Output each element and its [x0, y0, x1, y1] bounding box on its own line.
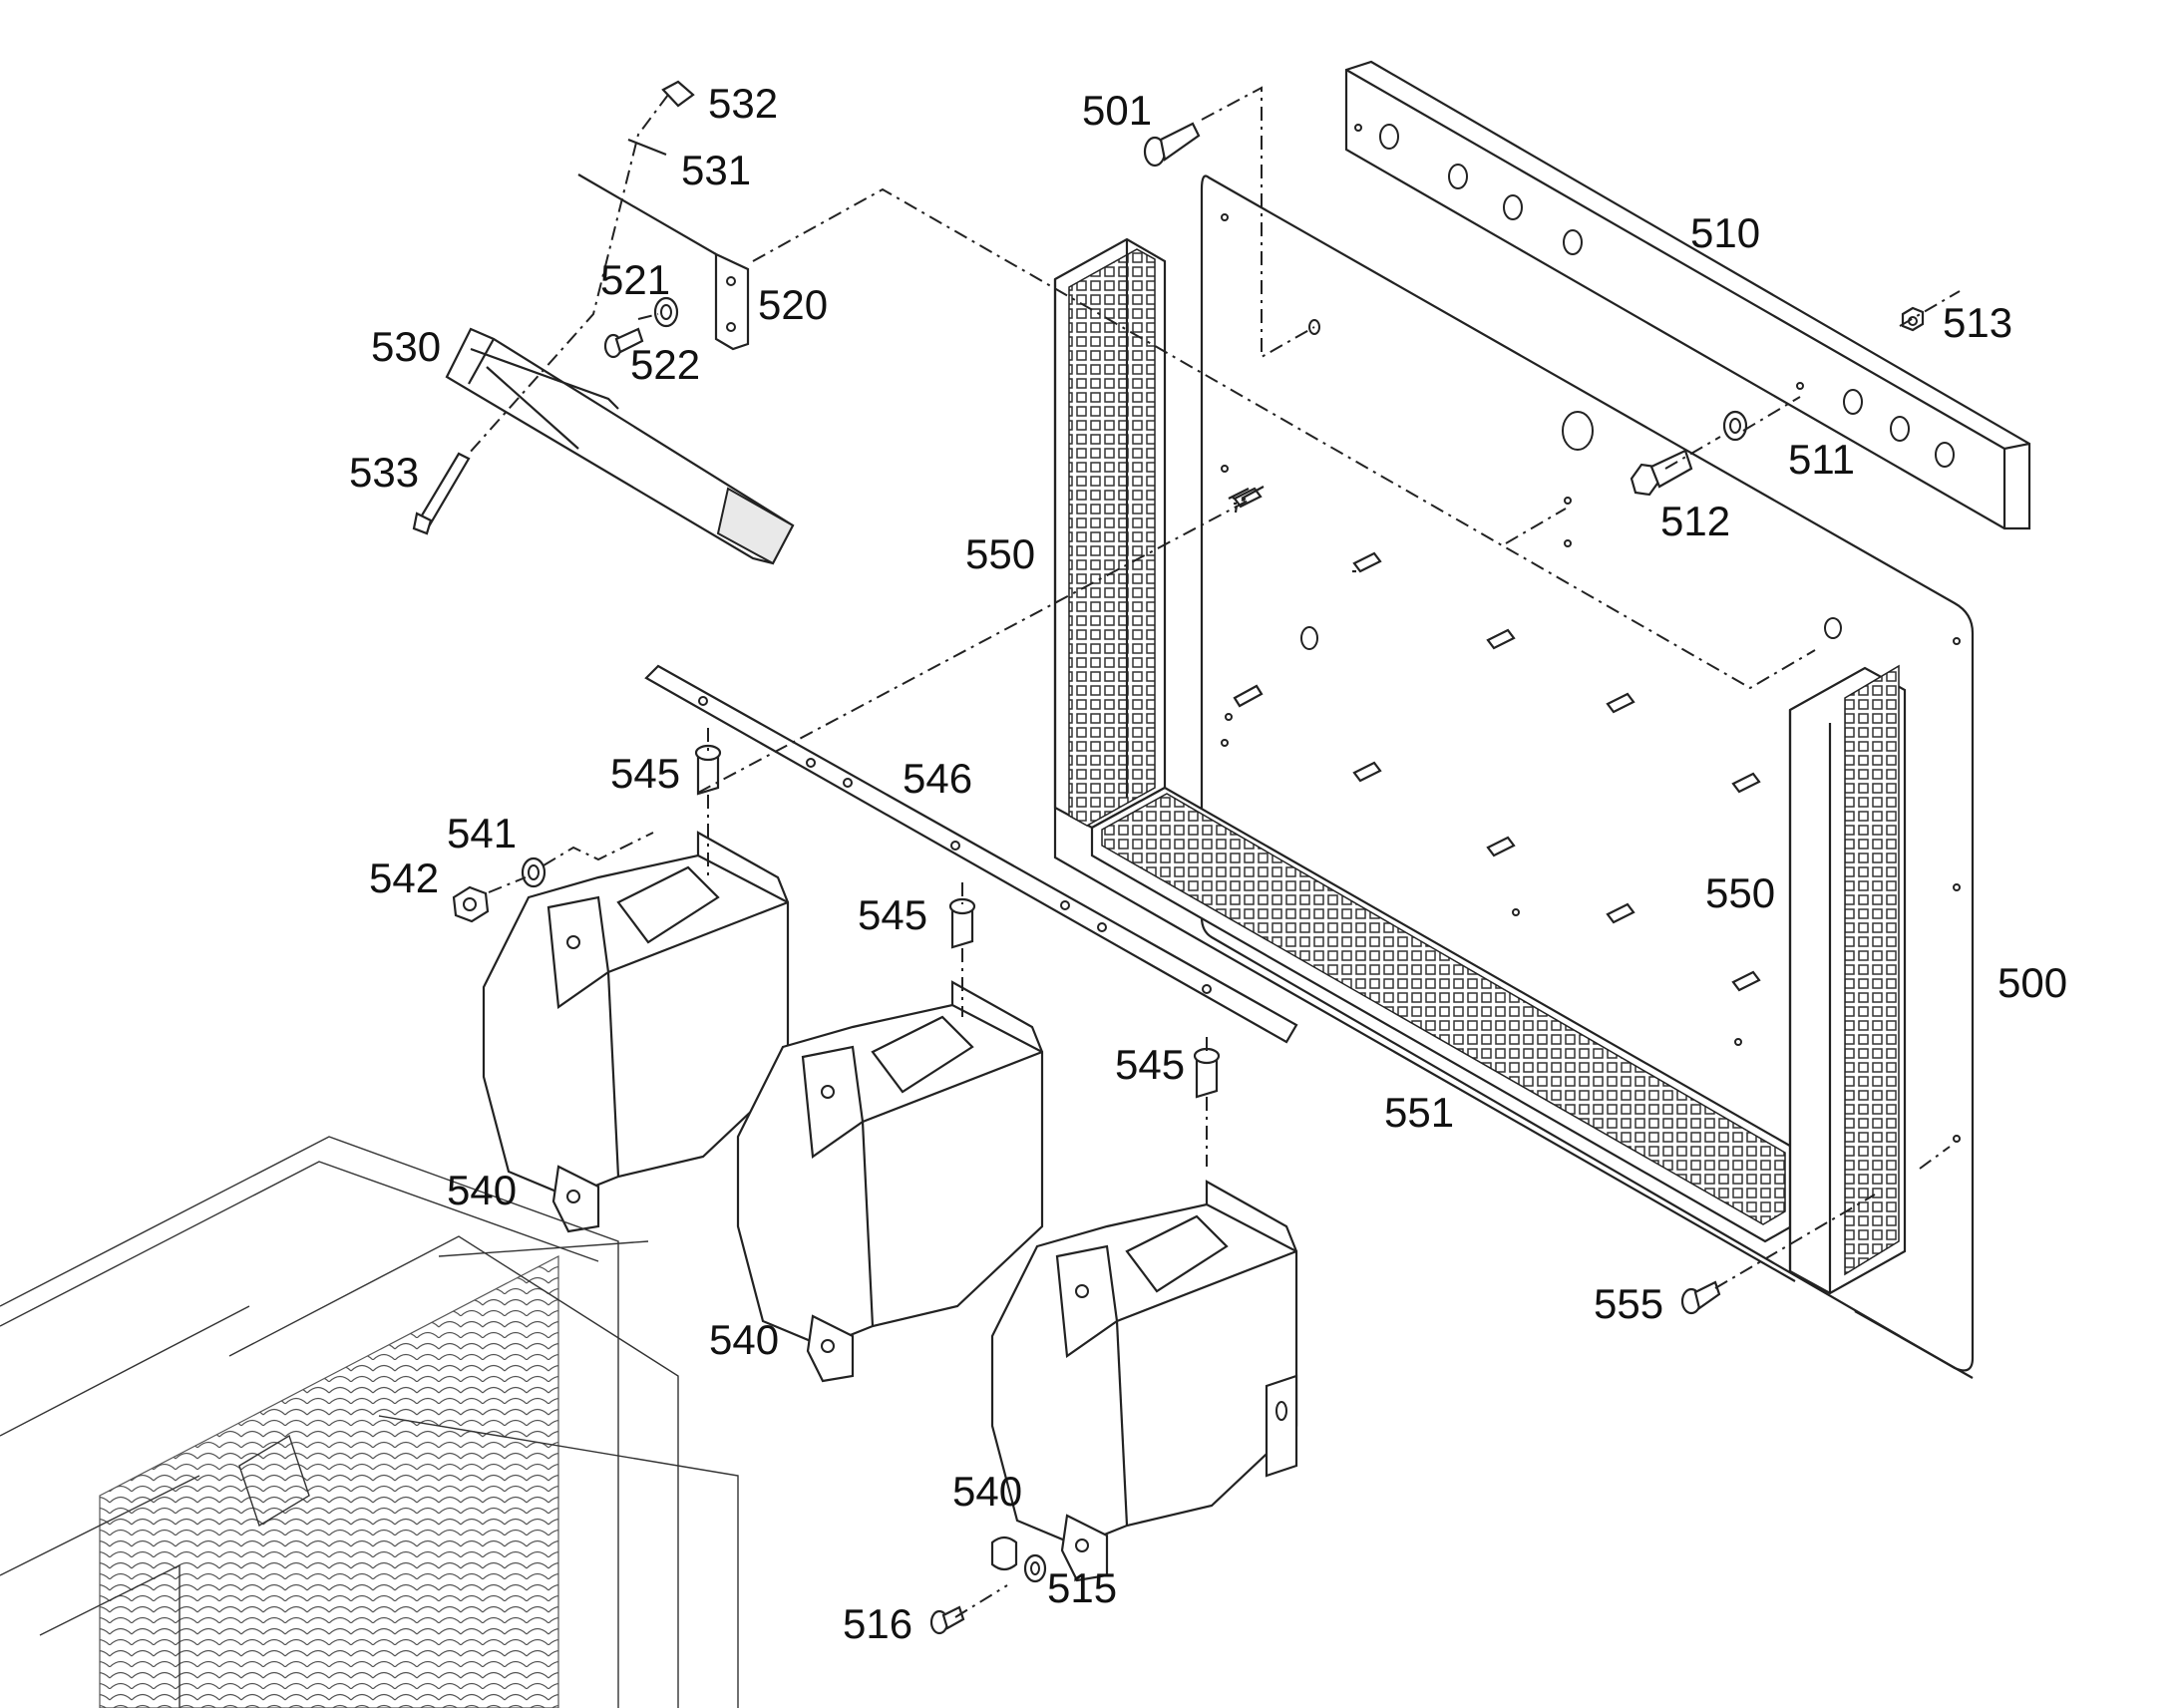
label-501: 501: [1082, 87, 1152, 134]
screw-555: [1680, 1280, 1721, 1315]
mounting-plate-500: [1200, 174, 1975, 1372]
label-513: 513: [1943, 299, 2012, 346]
busbar-510: [1344, 60, 2031, 530]
washer-541: [521, 856, 546, 888]
label-540-3: 540: [952, 1468, 1022, 1515]
inductor-540-1: [482, 831, 790, 1233]
label-532: 532: [708, 80, 778, 127]
label-550-right: 550: [1705, 869, 1775, 916]
bracket-520: [577, 173, 750, 351]
label-550-left: 550: [965, 530, 1035, 577]
label-516: 516: [843, 1600, 912, 1647]
bolt-512: [1630, 449, 1693, 497]
cable-duct-left-550: [1053, 237, 1167, 830]
label-545-2: 545: [858, 891, 927, 938]
label-520: 520: [758, 281, 828, 328]
label-522: 522: [630, 341, 700, 388]
cabinet-assembly: [0, 1136, 739, 1708]
label-546: 546: [903, 755, 972, 802]
label-545-3: 545: [1115, 1041, 1185, 1088]
pin-533: [412, 452, 471, 535]
label-510: 510: [1690, 209, 1760, 256]
inductor-540-2: [736, 980, 1044, 1383]
label-530: 530: [371, 323, 441, 370]
label-542: 542: [369, 854, 439, 901]
washer-521: [653, 296, 679, 328]
nut-513: [1901, 306, 1925, 332]
rod-531: [627, 138, 667, 157]
washer-511: [1722, 410, 1748, 442]
label-512: 512: [1660, 498, 1730, 544]
cable-clamp-515: [990, 1536, 1047, 1583]
spacer-545-1: [694, 744, 722, 796]
assembly-lines: [468, 86, 1961, 1618]
label-545-1: 545: [610, 750, 680, 797]
plate-edge-line-2: [1854, 1310, 1974, 1379]
label-540-1: 540: [447, 1167, 517, 1213]
screw-516: [929, 1605, 965, 1635]
cable-duct-bottom-551: [1090, 786, 1797, 1243]
inductor-540-3: [990, 1180, 1298, 1582]
label-521: 521: [600, 256, 670, 303]
label-551: 551: [1384, 1089, 1454, 1136]
label-531: 531: [681, 147, 751, 193]
spacer-545-3: [1193, 1047, 1221, 1099]
label-533: 533: [349, 449, 419, 496]
screw-522: [603, 327, 644, 359]
spacer-545-2: [948, 897, 976, 949]
part-labels: 500 501 510 511 512 513 515 516 520 521 …: [349, 80, 2067, 1647]
plate-edge-line: [1053, 808, 1796, 1282]
cable-duct-right-550: [1788, 664, 1907, 1295]
label-511: 511: [1788, 436, 1855, 483]
label-500: 500: [1998, 959, 2067, 1006]
label-540-2: 540: [709, 1316, 779, 1363]
label-515: 515: [1047, 1564, 1117, 1611]
cap-532: [661, 80, 695, 108]
label-555: 555: [1594, 1280, 1663, 1327]
support-strip-546: [644, 664, 1298, 1044]
sensor-bracket-530: [445, 327, 795, 565]
screw-501: [1143, 122, 1201, 168]
nut-542: [452, 885, 490, 923]
label-541: 541: [447, 810, 517, 856]
